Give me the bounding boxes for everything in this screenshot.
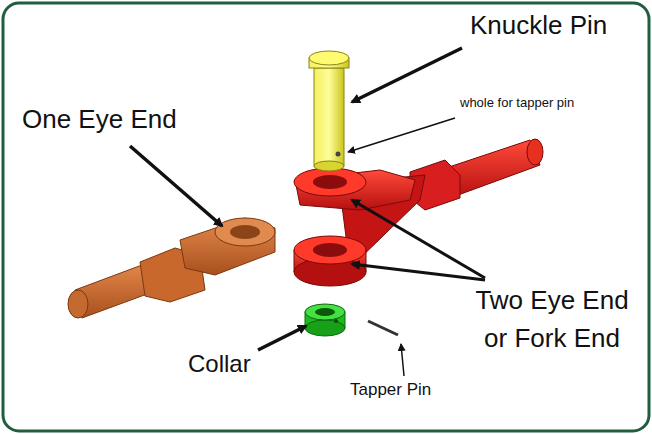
part-name: Two Eye End or Fork End xyxy=(462,282,642,357)
leader-lines xyxy=(130,48,485,376)
collar xyxy=(305,304,345,336)
taper-pin xyxy=(368,321,398,335)
note-label: whole for tapper pin xyxy=(460,95,640,111)
part-name: Collar xyxy=(188,350,298,379)
one-eye-end xyxy=(68,218,275,318)
fork-end xyxy=(294,139,543,286)
knuckle-pin xyxy=(309,51,349,171)
part-name: Tapper Pin xyxy=(350,380,490,400)
part-name: One Eye End xyxy=(22,104,222,135)
part-name: Knuckle Pin xyxy=(470,10,640,41)
frame xyxy=(3,3,649,431)
